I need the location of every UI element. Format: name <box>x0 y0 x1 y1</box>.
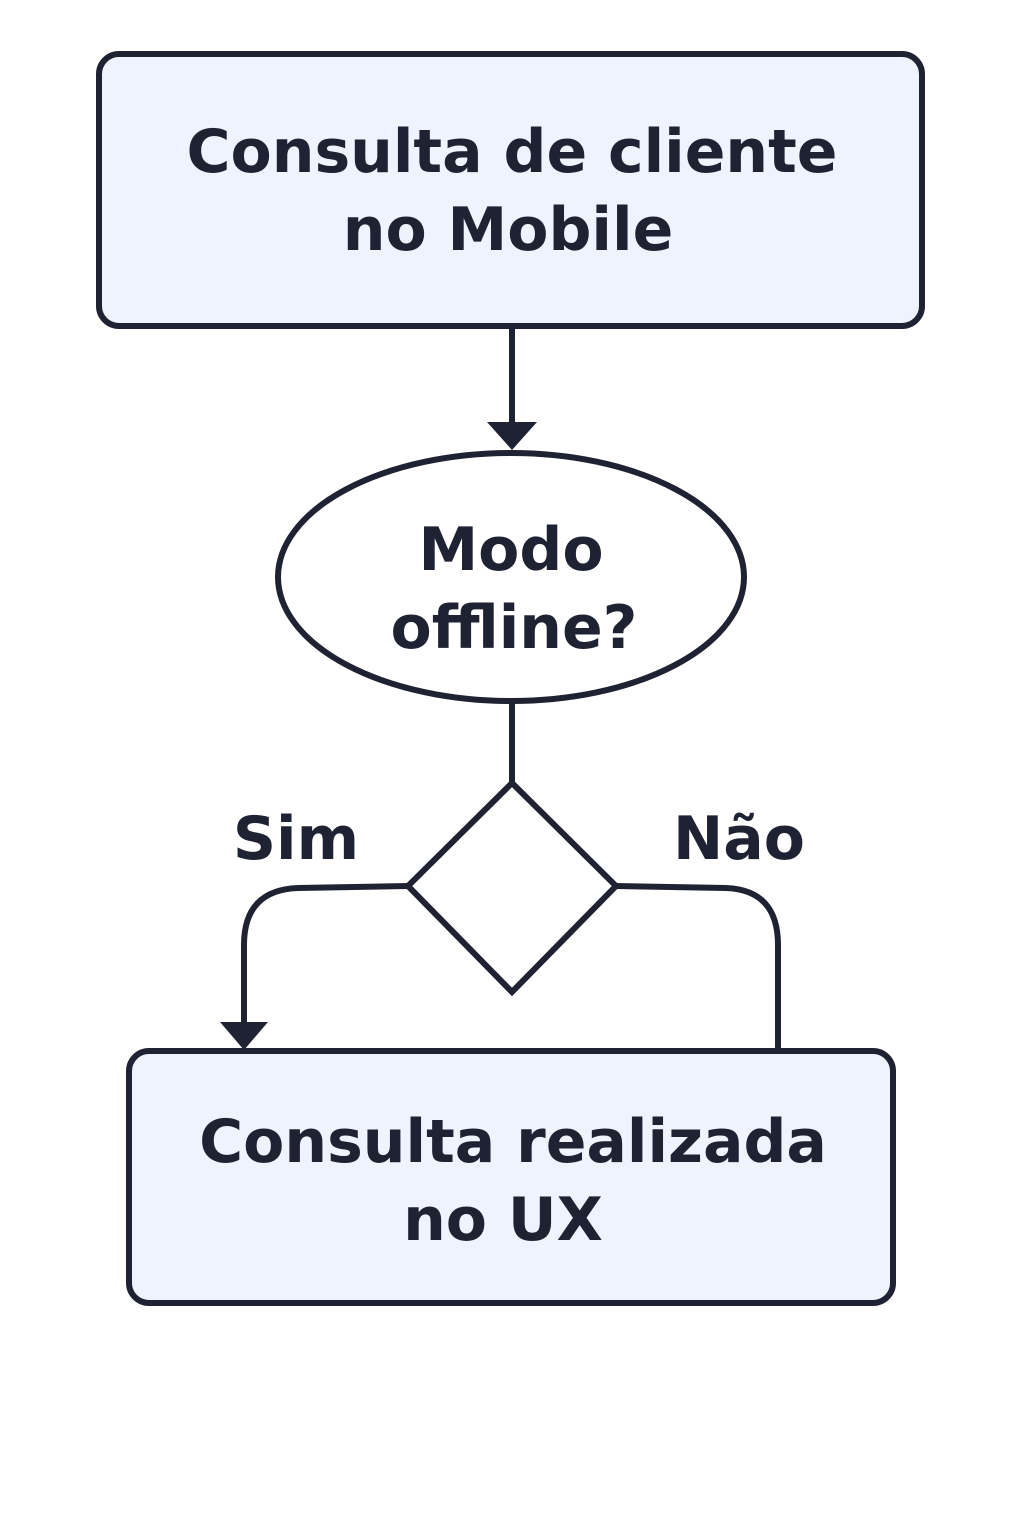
start-box-line1: Consulta de cliente <box>186 117 837 187</box>
question-line1: Modo <box>418 515 603 585</box>
question-line2: offline? <box>391 593 638 663</box>
branch-no-label: Não <box>673 804 805 874</box>
start-box <box>96 51 925 329</box>
start-box-line2: no Mobile <box>343 195 674 265</box>
end-box-line1: Consulta realizada <box>199 1107 827 1177</box>
branch-no-line <box>615 883 781 1050</box>
end-box-line2: no UX <box>403 1185 603 1255</box>
arrowhead-branch-yes <box>220 1022 268 1050</box>
arrowhead-start-to-question <box>487 422 537 450</box>
branch-yes-label: Sim <box>233 804 359 874</box>
branch-yes-line <box>241 883 409 1024</box>
decision-diamond <box>403 778 621 997</box>
end-box <box>126 1048 896 1306</box>
